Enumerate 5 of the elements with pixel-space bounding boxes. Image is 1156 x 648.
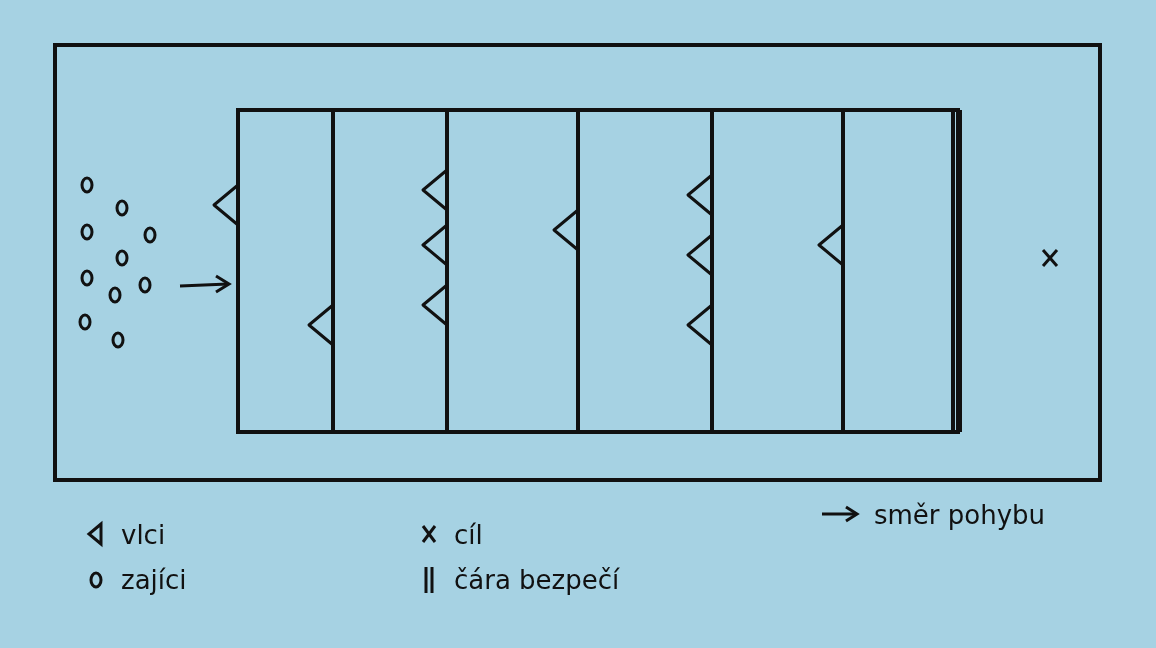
legend-text: vlci xyxy=(121,520,166,550)
legend-text: zajíci xyxy=(121,565,187,595)
legend-text: směr pohybu xyxy=(874,500,1046,530)
legend-text: čára bezpečí xyxy=(454,565,620,595)
legend-text: cíl xyxy=(454,520,483,550)
